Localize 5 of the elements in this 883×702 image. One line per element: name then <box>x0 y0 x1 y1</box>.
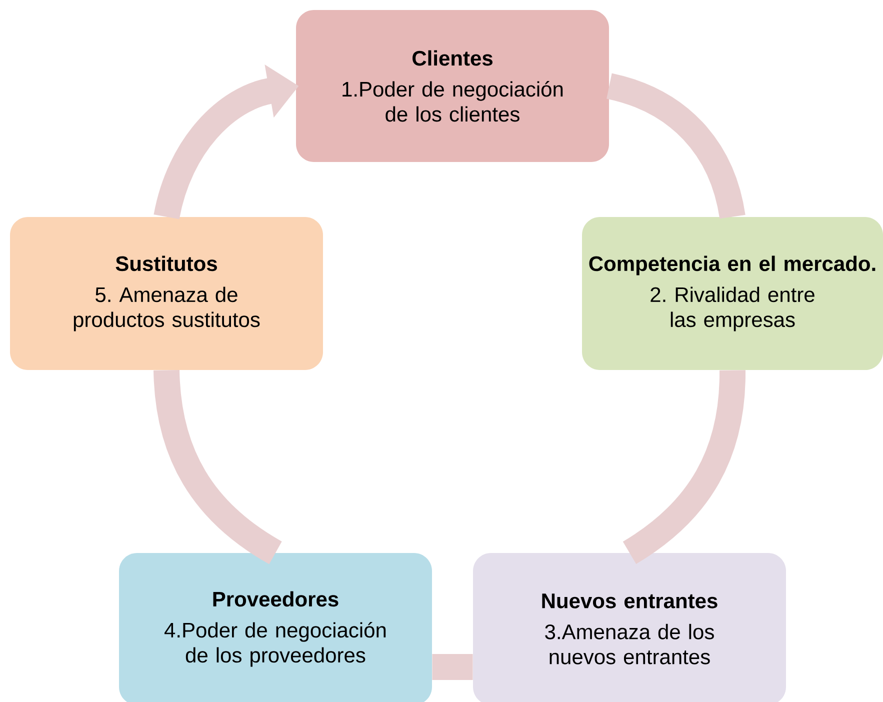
process-box: Nuevos entrantes 3.Amenaza de los nuevos entrantes <box>473 553 786 702</box>
process-box: Clientes 1.Poder de negociación de los clientes <box>296 10 609 162</box>
process-box: Sustitutos 5. Amenaza de productos sustitutos <box>10 217 323 370</box>
process-box: Competencia en el mercado. 2. Rivalidad entre las empresas <box>582 217 883 370</box>
process-box: Proveedores 4.Poder de negociación de los proveedores <box>119 553 432 702</box>
